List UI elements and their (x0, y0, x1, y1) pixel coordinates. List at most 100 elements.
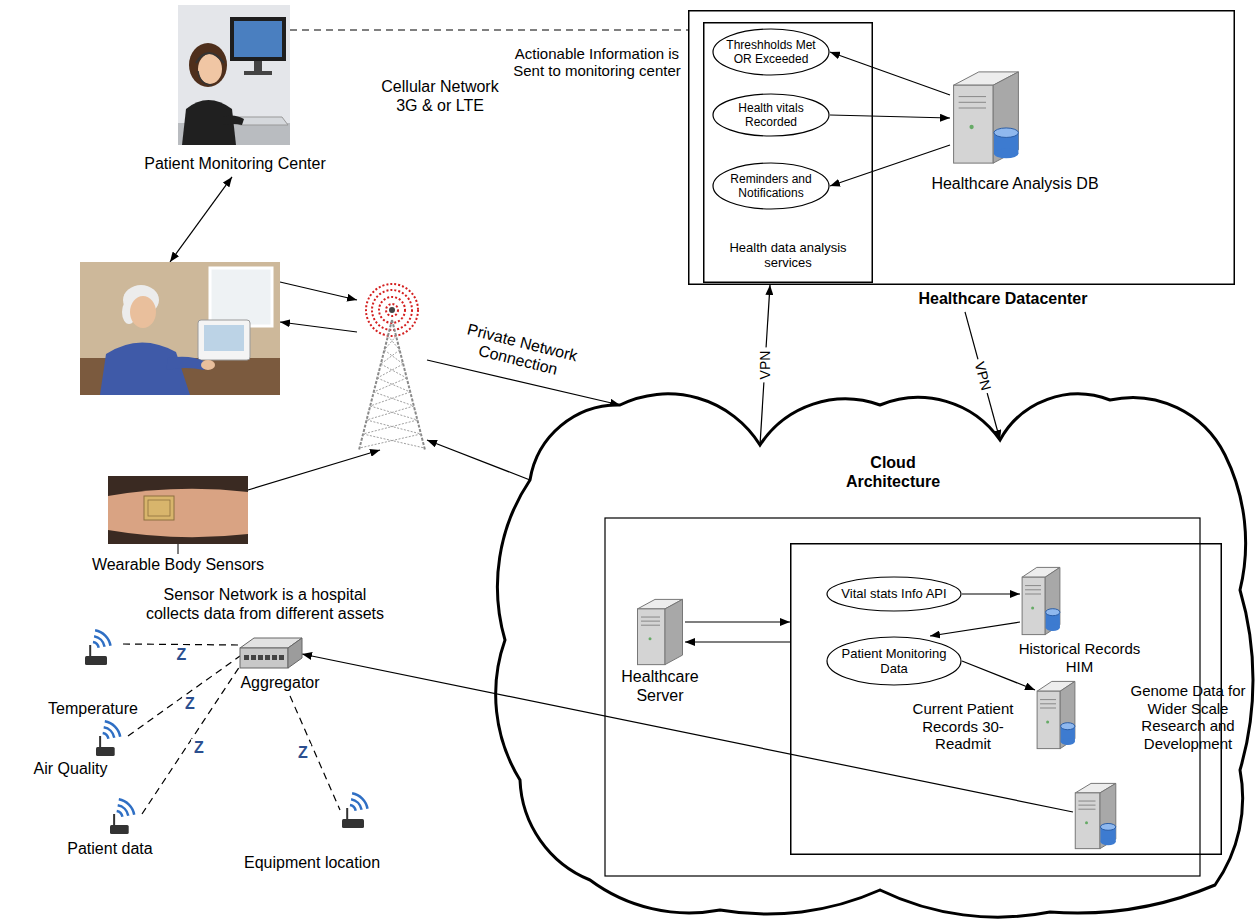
path-shape (198, 71, 212, 85)
arrow-connector (930, 622, 1020, 636)
ellipse-shape (201, 360, 215, 370)
arrow-connector (280, 282, 357, 300)
service-oval: Reminders and Notifications (712, 162, 830, 210)
sensor-node: Equipment location (232, 788, 392, 876)
polygon-shape (1045, 567, 1060, 634)
rect-shape (1022, 577, 1045, 634)
rect-shape (178, 5, 290, 145)
records-box: Vital stats Info API Patient Monitoring D… (790, 543, 1222, 855)
path-shape (222, 115, 244, 125)
line-shape (367, 420, 421, 434)
node-text: Healthcare Analysis DB (905, 175, 1125, 194)
line-shape (360, 434, 421, 448)
link-marker: Z (174, 645, 190, 663)
path-shape (105, 721, 120, 736)
rect-shape (210, 268, 272, 326)
arrow-connector (280, 322, 357, 332)
arrow-connector (685, 621, 790, 622)
line-shape (1040, 703, 1056, 704)
node-text: Cellular Network 3G & or LTE (370, 78, 510, 116)
node-text: Patient Monitoring Data (840, 646, 948, 677)
rect-shape (342, 819, 364, 828)
sensor-node: Temperature (38, 622, 148, 722)
sensor-drawing (340, 788, 380, 830)
line-shape (363, 434, 424, 448)
line-shape (346, 808, 348, 819)
line-shape (388, 336, 400, 350)
node-text: Reminders and Notifications (724, 172, 818, 200)
ellipse-shape (827, 577, 961, 611)
line-shape (959, 96, 986, 97)
rect-shape (244, 655, 249, 660)
aggregator-switch: Aggregator (235, 636, 325, 696)
photo-node: Patient Monitoring Center (130, 5, 340, 177)
dashed-link (128, 656, 240, 736)
node-text: Temperature (38, 700, 148, 719)
rect-shape (791, 544, 1222, 855)
cloud-panel (605, 518, 1200, 876)
rect-shape (144, 496, 174, 520)
rect-shape (638, 609, 666, 665)
node-text: Patient data (60, 840, 160, 859)
service-box: Threshholds Met OR ExceededHealth vitals… (703, 22, 873, 283)
rect-shape (230, 17, 286, 61)
circle-shape (1085, 821, 1088, 824)
line-shape (1040, 699, 1056, 700)
rect-shape (204, 325, 244, 351)
cloud-shape: Healthcare ServerVital stats Info APIPat… (495, 392, 1257, 922)
monitor-drawing (178, 5, 290, 145)
rect-shape (198, 320, 250, 360)
circle-shape (386, 304, 398, 316)
arrow-connector (962, 661, 1035, 690)
dashed-link (290, 29, 688, 30)
arrow-connector (427, 360, 620, 405)
sensor-photo: Wearable Body Sensors (68, 476, 288, 578)
ellipse-shape (1061, 738, 1075, 745)
sensor-drawing (94, 718, 128, 758)
line-shape (1040, 708, 1056, 709)
datacenter-group: Threshholds Met OR ExceededHealth vitals… (688, 10, 1235, 312)
node-text: Wearable Body Sensors (68, 556, 288, 575)
api-oval: Patient Monitoring Data (826, 636, 962, 686)
rect-shape (704, 23, 873, 283)
node-text: Health data analysis services (713, 240, 863, 271)
circle-shape (379, 297, 405, 323)
line-shape (1078, 805, 1095, 806)
arrow-connector (760, 285, 770, 445)
line-shape (384, 336, 396, 350)
line-shape (374, 378, 407, 392)
polygon-shape (1060, 681, 1075, 748)
wear-drawing (108, 476, 248, 554)
line-shape (1025, 585, 1041, 586)
line-shape (377, 364, 403, 378)
sensor-drawing (83, 622, 123, 667)
line-shape (370, 406, 417, 420)
arrow-connector (427, 440, 530, 480)
rect-shape (1037, 691, 1060, 748)
api-oval: Vital stats Info API (826, 576, 962, 612)
link-marker: Z (182, 695, 198, 713)
line-shape (641, 625, 660, 626)
polygon-shape (288, 638, 302, 668)
serverdb-drawing (1073, 782, 1118, 850)
database-server: Healthcare Analysis DB (905, 70, 1125, 197)
link-marker: Z (295, 744, 311, 762)
polygon-shape (1100, 783, 1116, 848)
arrow-connector (962, 593, 1020, 594)
line-shape (178, 544, 179, 554)
sensor-drawing (108, 798, 142, 836)
circle-shape (389, 307, 395, 313)
path-shape (94, 636, 105, 647)
circle-shape (649, 637, 652, 640)
node-text: Equipment location (232, 854, 392, 873)
dashed-link (290, 696, 340, 810)
rect-shape (251, 655, 256, 660)
ellipse-shape (198, 54, 222, 84)
rect-shape (279, 655, 284, 660)
edge-label: Private Network Connection (450, 318, 591, 387)
arrow-connector (830, 52, 950, 95)
ellipse-shape (713, 163, 829, 209)
ellipse-shape (994, 128, 1018, 138)
node-text: Air Quality (28, 760, 113, 779)
